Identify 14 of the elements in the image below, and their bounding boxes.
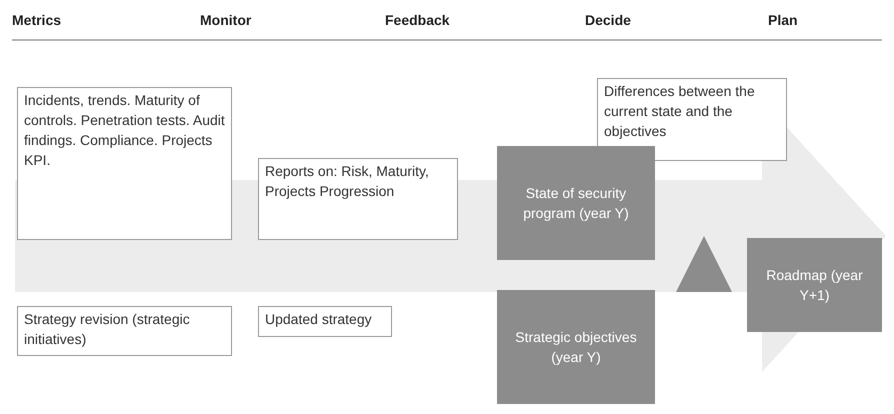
strategy-box: Updated strategy (258, 306, 392, 337)
note-box: Differences between the current state and the objectives (597, 78, 787, 161)
process-box: Roadmap (year Y+1) (747, 238, 882, 332)
column-heading: Metrics (12, 12, 62, 28)
column-heading: Feedback (385, 12, 450, 28)
delta-triangle (676, 236, 732, 292)
column-heading: Monitor (200, 12, 252, 28)
metrics-box: Incidents, trends. Maturity of controls. Penetration tests. Audit findings. Compliance. Projects KPI. (17, 87, 232, 240)
strategy-box: Strategy revision (strategic initiatives) (17, 306, 232, 356)
report-box: Reports on: Risk, Maturity, Projects Progression (258, 158, 458, 240)
column-heading: Plan (768, 12, 798, 28)
process-box: State of security program (year Y) (497, 146, 655, 260)
column-heading: Decide (585, 12, 631, 28)
process-box: Strategic objectives (year Y) (497, 290, 655, 404)
